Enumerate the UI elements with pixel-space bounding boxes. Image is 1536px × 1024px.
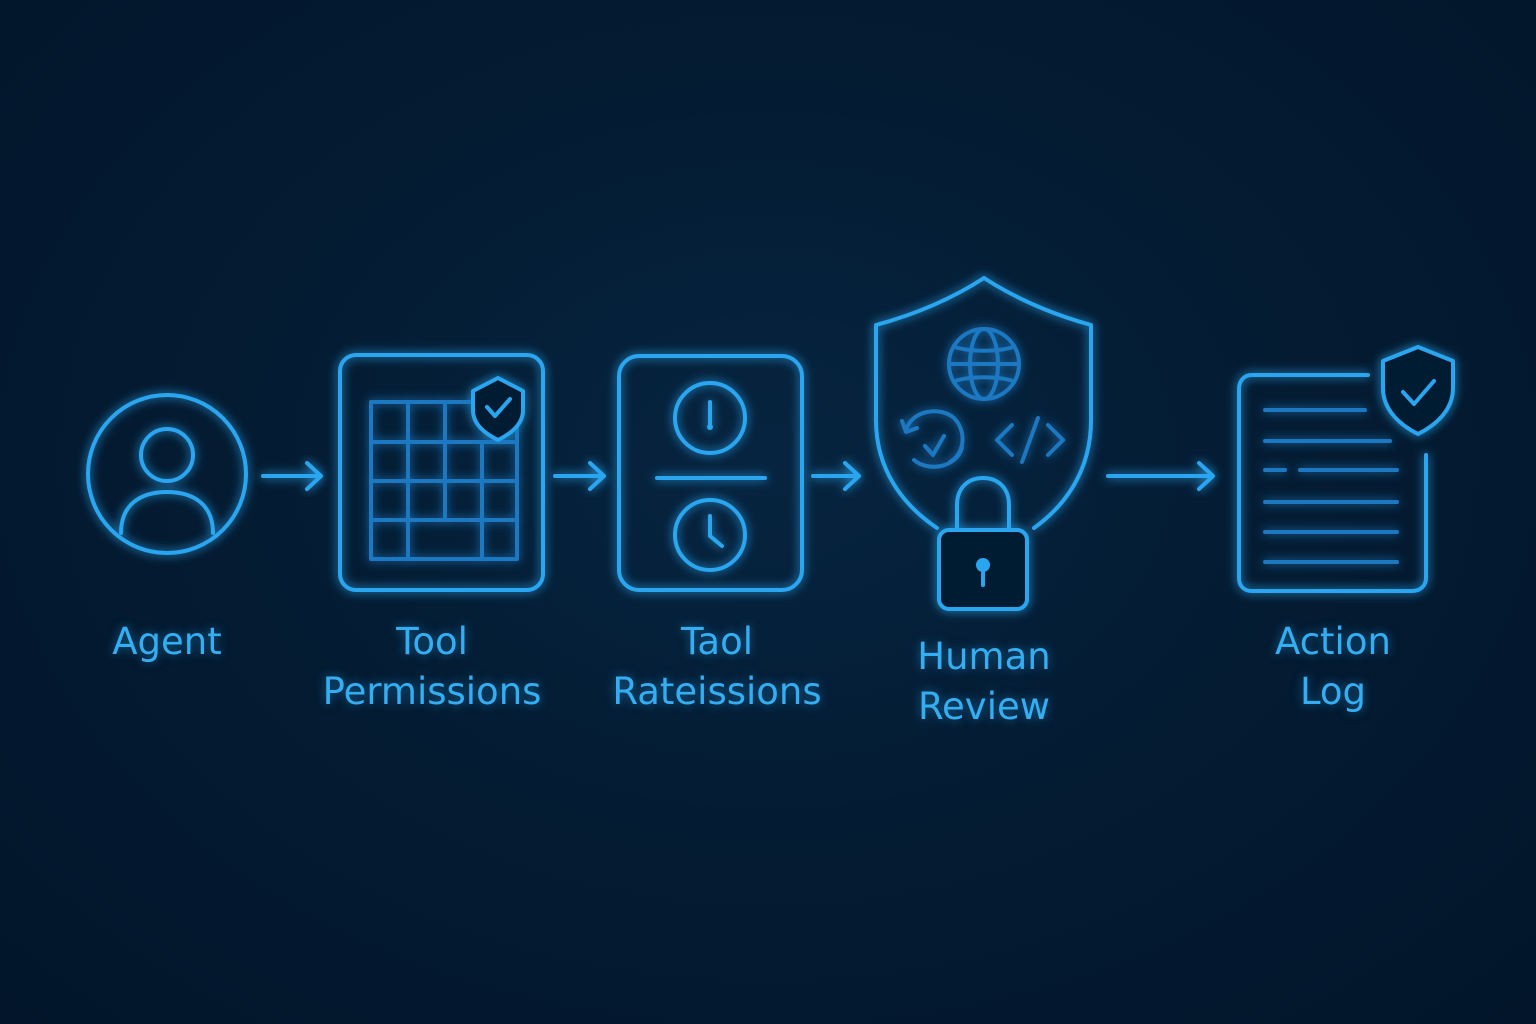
arrow-icon [553,461,606,491]
arrow-icon [1106,461,1215,491]
human-review-node [874,276,1093,611]
refresh-check-icon [900,409,965,469]
globe-icon [947,327,1021,401]
step-label-line: Permissions [322,670,542,713]
shield-check-icon [471,376,525,442]
rate-limit-node [617,354,804,592]
step-label-line: Action [1275,620,1391,663]
user-circle-icon [86,393,248,555]
step-label-line: Log [1299,670,1367,713]
code-icon [995,416,1065,464]
permissions-grid-shield-icon [338,353,545,592]
step-label-rate-limits: Taol Rateissions [582,617,852,717]
step-label-line: Taol [680,620,754,663]
shield-lock-review-icon [874,276,1093,611]
step-label-line: Rateissions [612,670,822,713]
arrow-icon [261,461,323,491]
step-label-line: Agent [112,620,222,663]
shield-check-icon [1381,345,1455,436]
rate-limit-clocks-icon [617,354,804,592]
step-label-line: Human [917,635,1051,678]
lock-icon [937,476,1029,611]
step-label-line: Review [917,685,1050,728]
step-label-line: Tool [396,620,468,663]
step-label-agent: Agent [67,617,267,667]
step-label-tool-permissions: Tool Permissions [297,617,567,717]
arrow-icon [811,461,861,491]
step-label-action-log: Action Log [1233,617,1433,717]
agent-node [86,393,248,555]
action-log-node [1237,345,1455,593]
tool-permissions-node [338,353,545,592]
log-document-shield-icon [1237,373,1428,593]
step-label-human-review: Human Review [864,632,1104,732]
